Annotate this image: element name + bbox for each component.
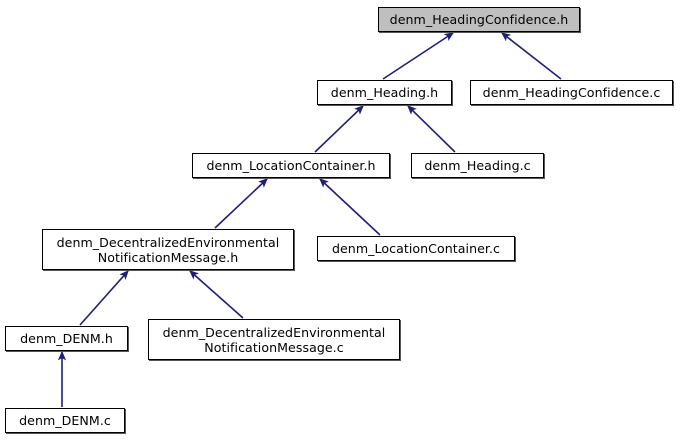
node-label: NotificationMessage.c bbox=[204, 339, 344, 355]
edge-denm_HeadingConfidence_c-to-denm_HeadingConfidence_h bbox=[500, 32, 562, 80]
node-label: denm_Heading.h bbox=[330, 85, 439, 100]
node-label: denm_LocationContainer.c bbox=[331, 241, 501, 256]
node-label: denm_HeadingConfidence.c bbox=[482, 85, 661, 100]
edge-denm_Heading_h-to-denm_HeadingConfidence_h bbox=[382, 32, 455, 80]
graph-node-denm_LocationContainer_h[interactable]: denm_LocationContainer.h bbox=[192, 153, 390, 178]
graph-node-denm_DENM_h[interactable]: denm_DENM.h bbox=[5, 326, 128, 351]
node-label: denm_DENM.c bbox=[19, 413, 111, 428]
edge-denm_Heading_c-to-denm_Heading_h bbox=[407, 105, 456, 153]
graph-node-denm_DENM_c[interactable]: denm_DENM.c bbox=[5, 408, 125, 433]
edge-denm_LocationContainer_c-to-denm_LocationContainer_h bbox=[319, 178, 381, 236]
edge-denm_DENMessage_h-to-denm_LocationContainer_h bbox=[214, 178, 268, 229]
graph-node-denm_HeadingConfidence_h[interactable]: denm_HeadingConfidence.h bbox=[378, 7, 580, 32]
graph-node-denm_Heading_h[interactable]: denm_Heading.h bbox=[317, 80, 452, 105]
edge-denm_DENM_h-to-denm_DENMessage_h bbox=[79, 270, 129, 326]
graph-node-denm_Heading_c[interactable]: denm_Heading.c bbox=[411, 153, 544, 178]
graph-node-denm_LocationContainer_c[interactable]: denm_LocationContainer.c bbox=[317, 236, 515, 261]
node-label: denm_DENM.h bbox=[20, 331, 113, 346]
node-label: denm_Heading.c bbox=[424, 158, 531, 173]
node-label: denm_DecentralizedEnvironmental bbox=[162, 324, 386, 340]
node-label: denm_DecentralizedEnvironmental bbox=[56, 234, 280, 250]
node-label: denm_LocationContainer.h bbox=[206, 158, 376, 173]
node-label: NotificationMessage.h bbox=[97, 249, 239, 265]
node-label: denm_HeadingConfidence.h bbox=[389, 12, 569, 27]
edge-denm_LocationContainer_h-to-denm_Heading_h bbox=[314, 105, 364, 153]
graph-node-denm_HeadingConfidence_c[interactable]: denm_HeadingConfidence.c bbox=[470, 80, 673, 105]
edge-denm_DENMessage_c-to-denm_DENMessage_h bbox=[189, 270, 244, 319]
